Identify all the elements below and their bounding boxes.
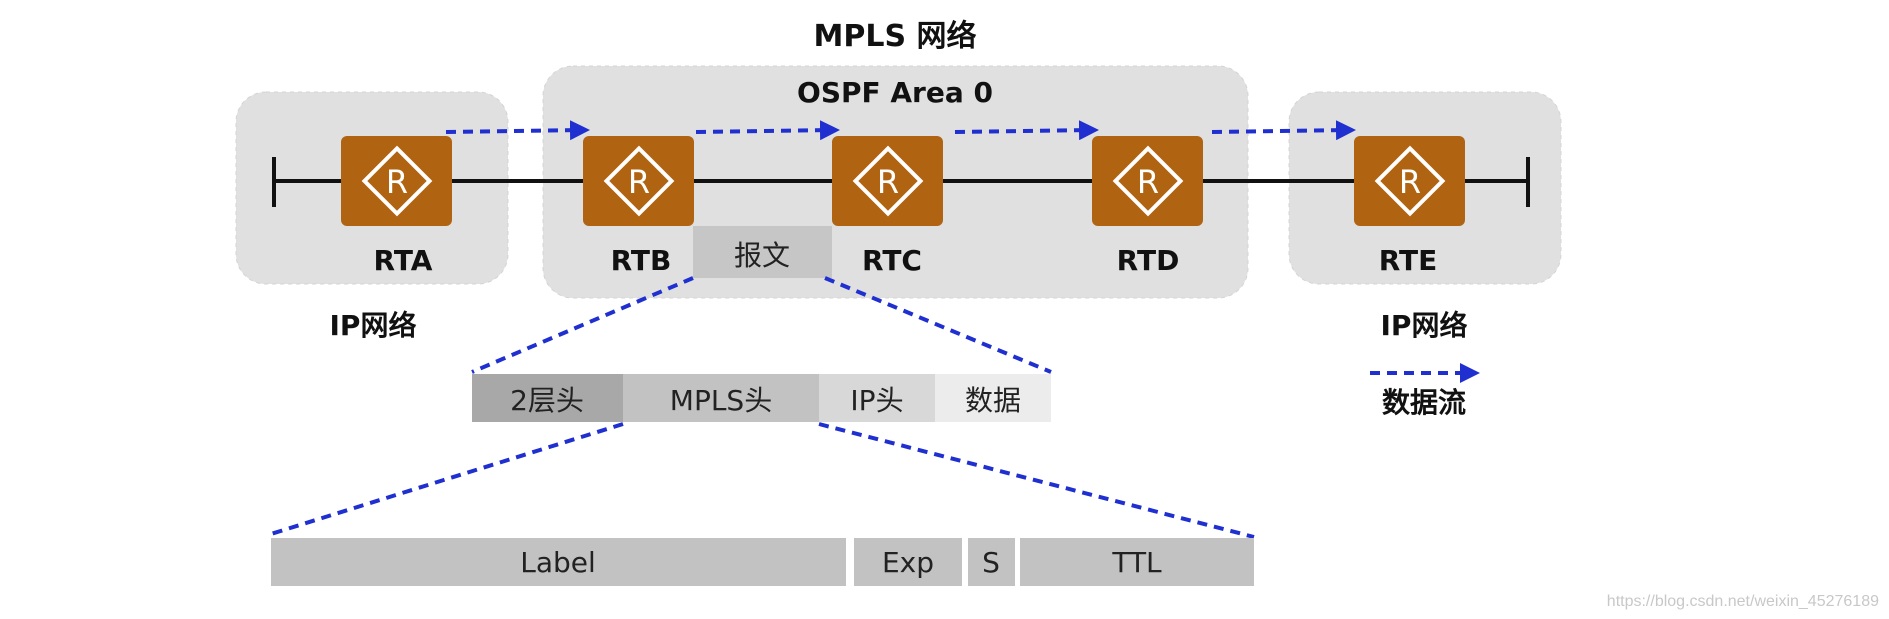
left-ip-network-label: IP网络 xyxy=(330,309,417,342)
router-rtd: R xyxy=(1092,136,1203,226)
router-label-rtc: RTC xyxy=(862,244,922,277)
router-icon-glyph: R xyxy=(628,163,650,201)
packet-field-data xyxy=(935,374,1051,422)
mpls-field-label xyxy=(271,538,846,586)
watermark: https://blog.csdn.net/weixin_45276189 xyxy=(1606,593,1879,610)
mpls-header-structure: Label Exp S TTL xyxy=(271,538,1254,586)
packet-field-label: IP头 xyxy=(850,384,903,417)
router-icon-glyph: R xyxy=(877,163,899,201)
router-rtc: R xyxy=(832,136,943,226)
router-label-rta: RTA xyxy=(374,244,433,277)
router-icon-glyph: R xyxy=(1399,163,1421,201)
mpls-field-text: Label xyxy=(520,546,596,579)
legend-data-flow-label: 数据流 xyxy=(1382,386,1466,419)
router-icon-glyph: R xyxy=(386,163,408,201)
router-icon-glyph: R xyxy=(1137,163,1159,201)
router-label-rtd: RTD xyxy=(1117,244,1180,277)
mpls-field-s xyxy=(968,538,1015,586)
router-rta: R xyxy=(341,136,452,226)
packet-field-label: 2层头 xyxy=(510,384,584,417)
right-ip-network-label: IP网络 xyxy=(1381,309,1468,342)
mpls-header-expand-lines xyxy=(270,422,1255,539)
packet-field-label: 数据 xyxy=(965,384,1021,417)
packet-label: 报文 xyxy=(734,239,790,272)
mpls-field-ttl xyxy=(1020,538,1254,586)
packet-expand-lines xyxy=(471,276,1052,374)
router-rtb: R xyxy=(583,136,694,226)
mpls-area-label: OSPF Area 0 xyxy=(797,76,993,109)
mpls-field-text: S xyxy=(982,546,1000,579)
packet-field-ip-header xyxy=(819,374,935,422)
data-flow-arrows xyxy=(445,120,1356,141)
router-label-rte: RTE xyxy=(1379,244,1438,277)
packet-field-mpls-header xyxy=(623,374,819,422)
mpls-field-text: Exp xyxy=(882,546,934,579)
mpls-field-exp xyxy=(854,538,962,586)
router-label-rtb: RTB xyxy=(611,244,672,277)
legend: 数据流 xyxy=(1370,363,1480,419)
packet-field-label: MPLS头 xyxy=(670,384,772,417)
mpls-field-text: TTL xyxy=(1111,546,1162,579)
packet-box xyxy=(693,226,832,278)
router-rte: R xyxy=(1354,136,1465,226)
packet-structure: 2层头 MPLS头 IP头 数据 xyxy=(472,374,1051,422)
diagram-title: MPLS 网络 xyxy=(813,19,976,54)
packet-field-l2-header xyxy=(472,374,623,422)
